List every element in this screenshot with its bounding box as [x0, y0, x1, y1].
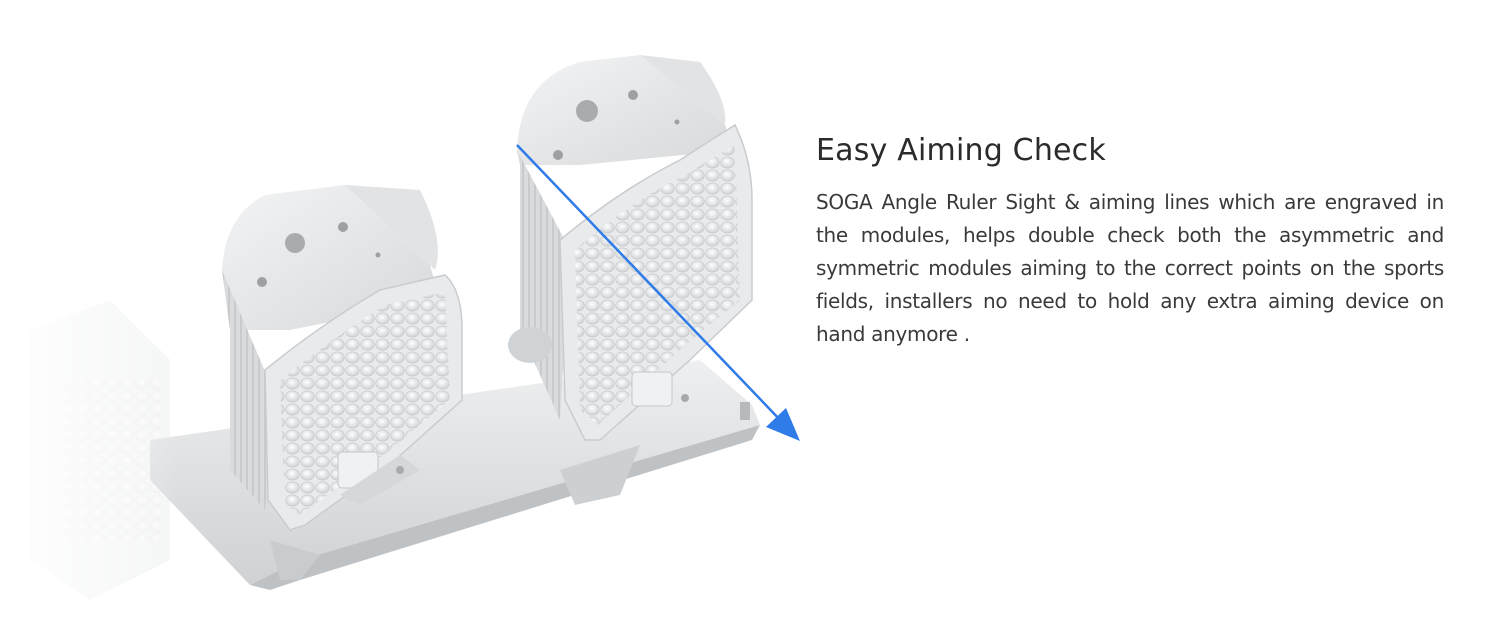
led-floodlight-image — [0, 0, 820, 643]
feature-title: Easy Aiming Check — [816, 133, 1106, 168]
fade-overlay — [0, 0, 820, 643]
feature-text-block: Easy Aiming Check SOGA Angle Ruler Sight… — [816, 132, 1444, 351]
arrow-icon — [516, 144, 800, 441]
feature-description: SOGA Angle Ruler Sight & aiming lines wh… — [816, 190, 1444, 346]
